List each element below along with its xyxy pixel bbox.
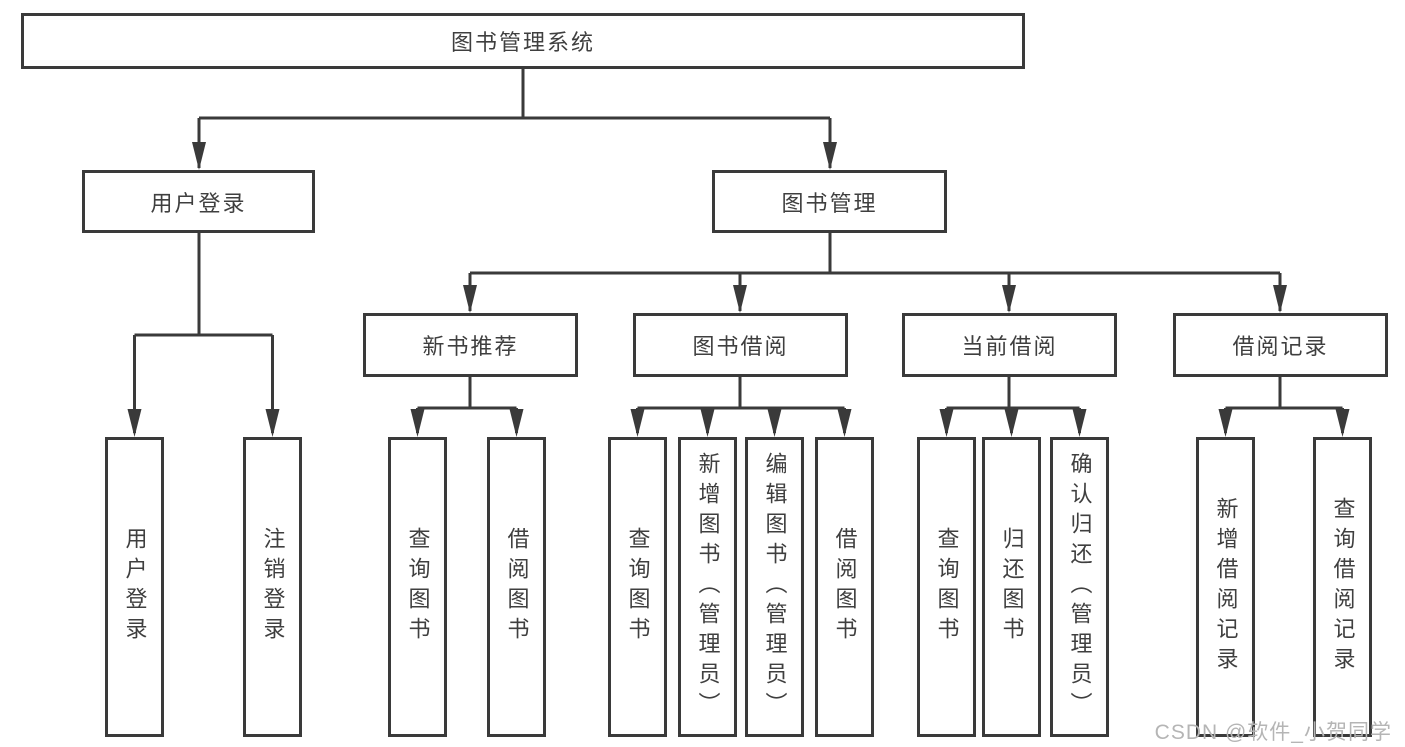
connector-book-borrow-to-leaves: [630, 377, 852, 437]
arrowhead-icon: [630, 409, 645, 437]
arrowhead-icon: [1218, 409, 1233, 437]
leaf-borrow-query-label: 查询图书: [625, 527, 651, 647]
arrowhead-icon: [939, 409, 954, 437]
leaf-edit-book-admin: 编辑图书（管理员）: [745, 437, 804, 737]
leaf-return-book-label: 归还图书: [999, 527, 1025, 647]
arrowhead-icon: [463, 285, 477, 313]
arrowhead-icon: [1002, 285, 1016, 313]
node-borrow-records-label: 借阅记录: [1232, 334, 1329, 359]
arrowhead-icon: [837, 409, 852, 437]
arrowhead-icon: [265, 409, 280, 437]
arrowhead-icon: [509, 409, 524, 437]
leaf-query-borrow-record: 查询借阅记录: [1313, 437, 1372, 737]
arrowhead-icon: [1273, 285, 1287, 313]
node-book-management-label: 图书管理: [781, 190, 878, 216]
leaf-edit-book-admin-label: 编辑图书（管理员）: [762, 452, 788, 722]
leaf-current-query: 查询图书: [917, 437, 976, 737]
node-root-label: 图书管理系统: [450, 30, 595, 55]
connector-current-borrow-to-leaves: [939, 377, 1087, 437]
arrowhead-icon: [410, 409, 425, 437]
leaf-add-borrow-record-label: 新增借阅记录: [1213, 497, 1239, 677]
connector-root-to-level2: [192, 69, 837, 170]
csdn-watermark: CSDN @软件_小贺同学: [1154, 721, 1392, 744]
node-book-borrow-label: 图书借阅: [692, 334, 789, 359]
leaf-new-book-borrow: 借阅图书: [487, 437, 546, 737]
arrowhead-icon: [1004, 409, 1019, 437]
leaf-user-login-label: 用户登录: [122, 527, 148, 647]
leaf-new-book-query-label: 查询图书: [405, 527, 431, 647]
arrowhead-icon: [823, 142, 837, 170]
connector-new-book-to-leaves: [410, 377, 524, 437]
leaf-confirm-return-admin: 确认归还（管理员）: [1050, 437, 1109, 737]
leaf-new-book-borrow-label: 借阅图书: [504, 527, 530, 647]
arrowhead-icon: [1072, 409, 1087, 437]
leaf-user-login: 用户登录: [105, 437, 164, 737]
leaf-current-query-label: 查询图书: [934, 527, 960, 647]
node-book-management: 图书管理: [712, 170, 947, 233]
leaf-borrow-query: 查询图书: [608, 437, 667, 737]
node-current-borrow: 当前借阅: [902, 313, 1117, 377]
leaf-add-book-admin: 新增图书（管理员）: [678, 437, 737, 737]
leaf-return-book: 归还图书: [982, 437, 1041, 737]
arrowhead-icon: [767, 409, 782, 437]
leaf-borrow-book-label: 借阅图书: [832, 527, 858, 647]
connector-user-login-to-leaves: [127, 233, 280, 437]
node-root: 图书管理系统: [21, 13, 1025, 69]
leaf-logout: 注销登录: [243, 437, 302, 737]
arrowhead-icon: [733, 285, 747, 313]
arrowhead-icon: [1335, 409, 1350, 437]
arrowhead-icon: [192, 142, 206, 170]
node-user-login: 用户登录: [82, 170, 315, 233]
connector-borrow-records-to-leaves: [1218, 377, 1350, 437]
leaf-confirm-return-admin-label: 确认归还（管理员）: [1067, 452, 1093, 722]
arrowhead-icon: [127, 409, 142, 437]
connector-book-management-to-level3: [463, 233, 1287, 313]
leaf-add-book-admin-label: 新增图书（管理员）: [695, 452, 721, 722]
node-book-borrow: 图书借阅: [633, 313, 848, 377]
node-borrow-records: 借阅记录: [1173, 313, 1388, 377]
leaf-add-borrow-record: 新增借阅记录: [1196, 437, 1255, 737]
leaf-query-borrow-record-label: 查询借阅记录: [1330, 497, 1356, 677]
leaf-borrow-book: 借阅图书: [815, 437, 874, 737]
node-user-login-label: 用户登录: [150, 190, 247, 216]
node-current-borrow-label: 当前借阅: [961, 334, 1058, 359]
arrowhead-icon: [700, 409, 715, 437]
node-new-book-recommend-label: 新书推荐: [422, 334, 519, 359]
leaf-new-book-query: 查询图书: [388, 437, 447, 737]
node-new-book-recommend: 新书推荐: [363, 313, 578, 377]
leaf-logout-label: 注销登录: [260, 527, 286, 647]
